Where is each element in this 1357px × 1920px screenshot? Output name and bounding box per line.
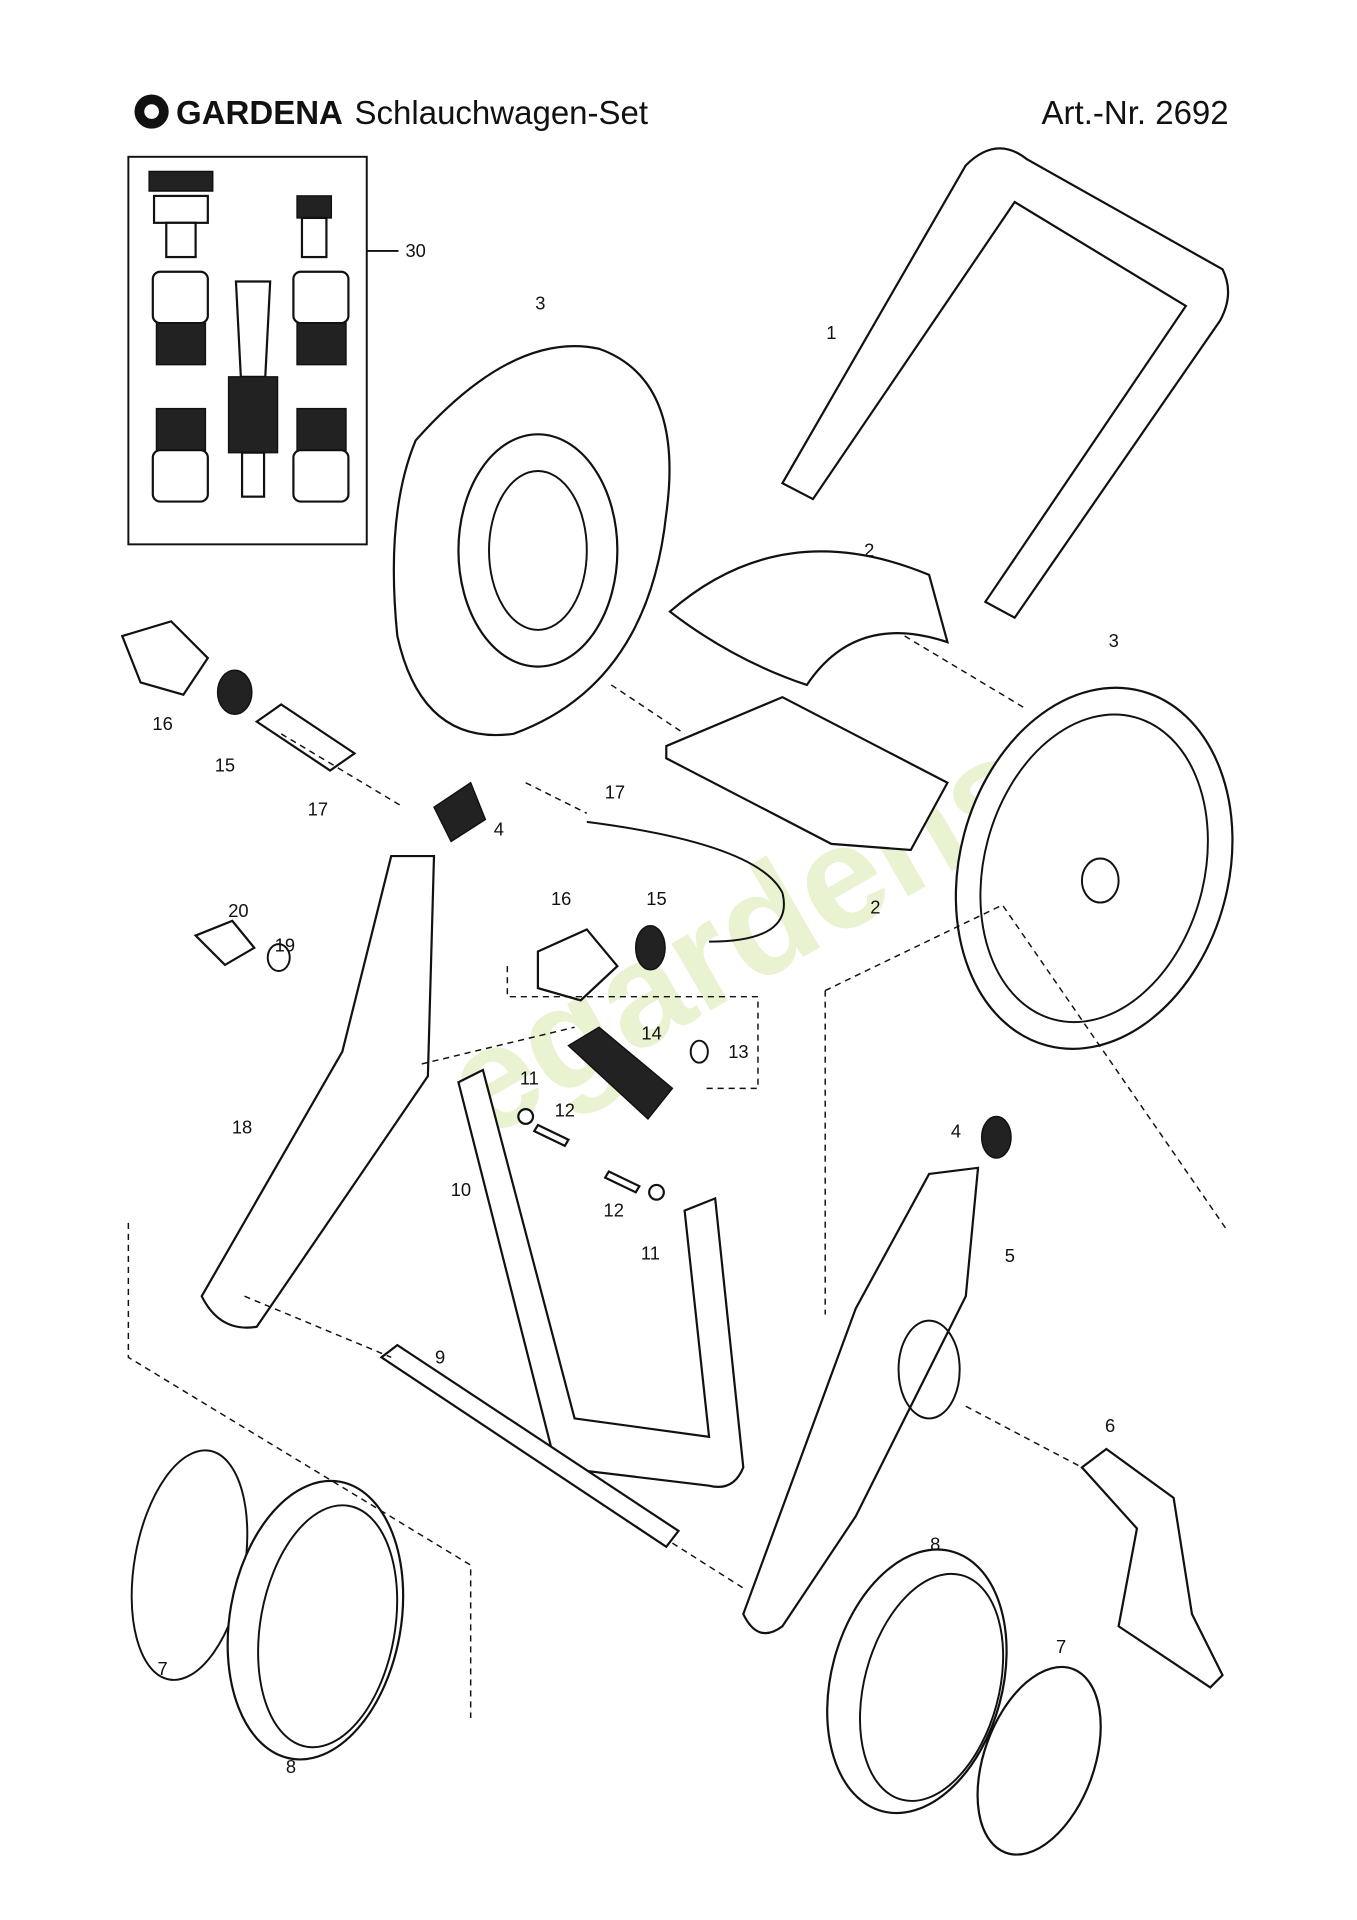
label-10: 10 bbox=[451, 1179, 471, 1200]
label-20: 20 bbox=[228, 900, 248, 921]
reel-side-right bbox=[954, 686, 1234, 1050]
washer-11b bbox=[648, 1183, 665, 1201]
label-8: 8 bbox=[286, 1756, 296, 1777]
nut-4b bbox=[980, 1115, 1012, 1159]
label-8: 8 bbox=[930, 1533, 940, 1554]
article-number: Art.-Nr. 2692 bbox=[1042, 94, 1229, 131]
frame-hub bbox=[897, 1319, 961, 1420]
label-4: 4 bbox=[951, 1120, 961, 1141]
handle-bar bbox=[780, 147, 1230, 620]
gardena-logo-icon bbox=[134, 94, 169, 129]
label-12: 12 bbox=[604, 1200, 624, 1221]
axle-tube bbox=[379, 1343, 681, 1549]
label-15: 15 bbox=[646, 888, 666, 909]
connector-16 bbox=[120, 620, 210, 696]
screw-12a bbox=[532, 1123, 571, 1148]
label-4: 4 bbox=[494, 818, 504, 839]
hose-short bbox=[254, 703, 357, 772]
label-6: 6 bbox=[1105, 1415, 1115, 1436]
wheel-left-face bbox=[257, 1504, 399, 1749]
page-title: Schlauchwagen-Set bbox=[355, 94, 649, 131]
label-30: 30 bbox=[405, 240, 425, 261]
frame-right bbox=[742, 1166, 980, 1635]
label-17: 17 bbox=[308, 799, 328, 820]
accessory-set-box bbox=[127, 155, 399, 546]
label-9: 9 bbox=[435, 1346, 445, 1367]
reel-side-left bbox=[392, 345, 671, 737]
part-labels: 30 3 1 2 3 16 15 17 4 17 2 20 19 16 15 1… bbox=[152, 240, 1118, 1777]
label-15: 15 bbox=[215, 755, 235, 776]
washer-19 bbox=[266, 943, 291, 972]
assembly-guide-lines bbox=[127, 635, 1227, 1718]
crank-handle bbox=[1080, 1447, 1224, 1689]
label-14: 14 bbox=[641, 1022, 661, 1043]
label-5: 5 bbox=[1005, 1245, 1015, 1266]
nut-15b bbox=[634, 925, 666, 971]
o-ring-13 bbox=[689, 1039, 709, 1064]
label-18: 18 bbox=[232, 1117, 252, 1138]
label-19: 19 bbox=[275, 934, 295, 955]
label-13: 13 bbox=[728, 1041, 748, 1062]
reel-cover bbox=[668, 550, 950, 687]
label-1: 1 bbox=[826, 322, 836, 343]
hose-connector-14 bbox=[567, 1026, 674, 1121]
label-2: 2 bbox=[870, 897, 880, 918]
label-2: 2 bbox=[864, 540, 874, 561]
label-3: 3 bbox=[1109, 630, 1119, 651]
label-16: 16 bbox=[152, 713, 172, 734]
nut-15 bbox=[216, 669, 253, 716]
label-16: 16 bbox=[551, 888, 571, 909]
washer-11a bbox=[517, 1108, 535, 1125]
label-11: 11 bbox=[641, 1243, 660, 1264]
label-3: 3 bbox=[535, 293, 545, 314]
u-tube-frame bbox=[457, 1068, 745, 1488]
nut-4 bbox=[433, 781, 487, 843]
label-7: 7 bbox=[157, 1658, 167, 1679]
wheel-right-face bbox=[859, 1572, 1005, 1802]
screw-12b bbox=[603, 1170, 641, 1194]
label-7: 7 bbox=[1056, 1636, 1066, 1657]
wheel-left bbox=[226, 1479, 405, 1761]
wheel-right bbox=[826, 1548, 1008, 1815]
reel-base bbox=[665, 695, 949, 852]
label-12: 12 bbox=[555, 1099, 575, 1120]
hose-segment bbox=[586, 820, 785, 943]
brand-name: GARDENA bbox=[176, 94, 343, 131]
connector-16b bbox=[536, 928, 619, 1002]
label-17: 17 bbox=[605, 782, 625, 803]
hubcap-right bbox=[976, 1665, 1102, 1856]
fitting-20 bbox=[193, 919, 256, 967]
frame-left bbox=[200, 854, 436, 1329]
label-11: 11 bbox=[520, 1068, 539, 1089]
